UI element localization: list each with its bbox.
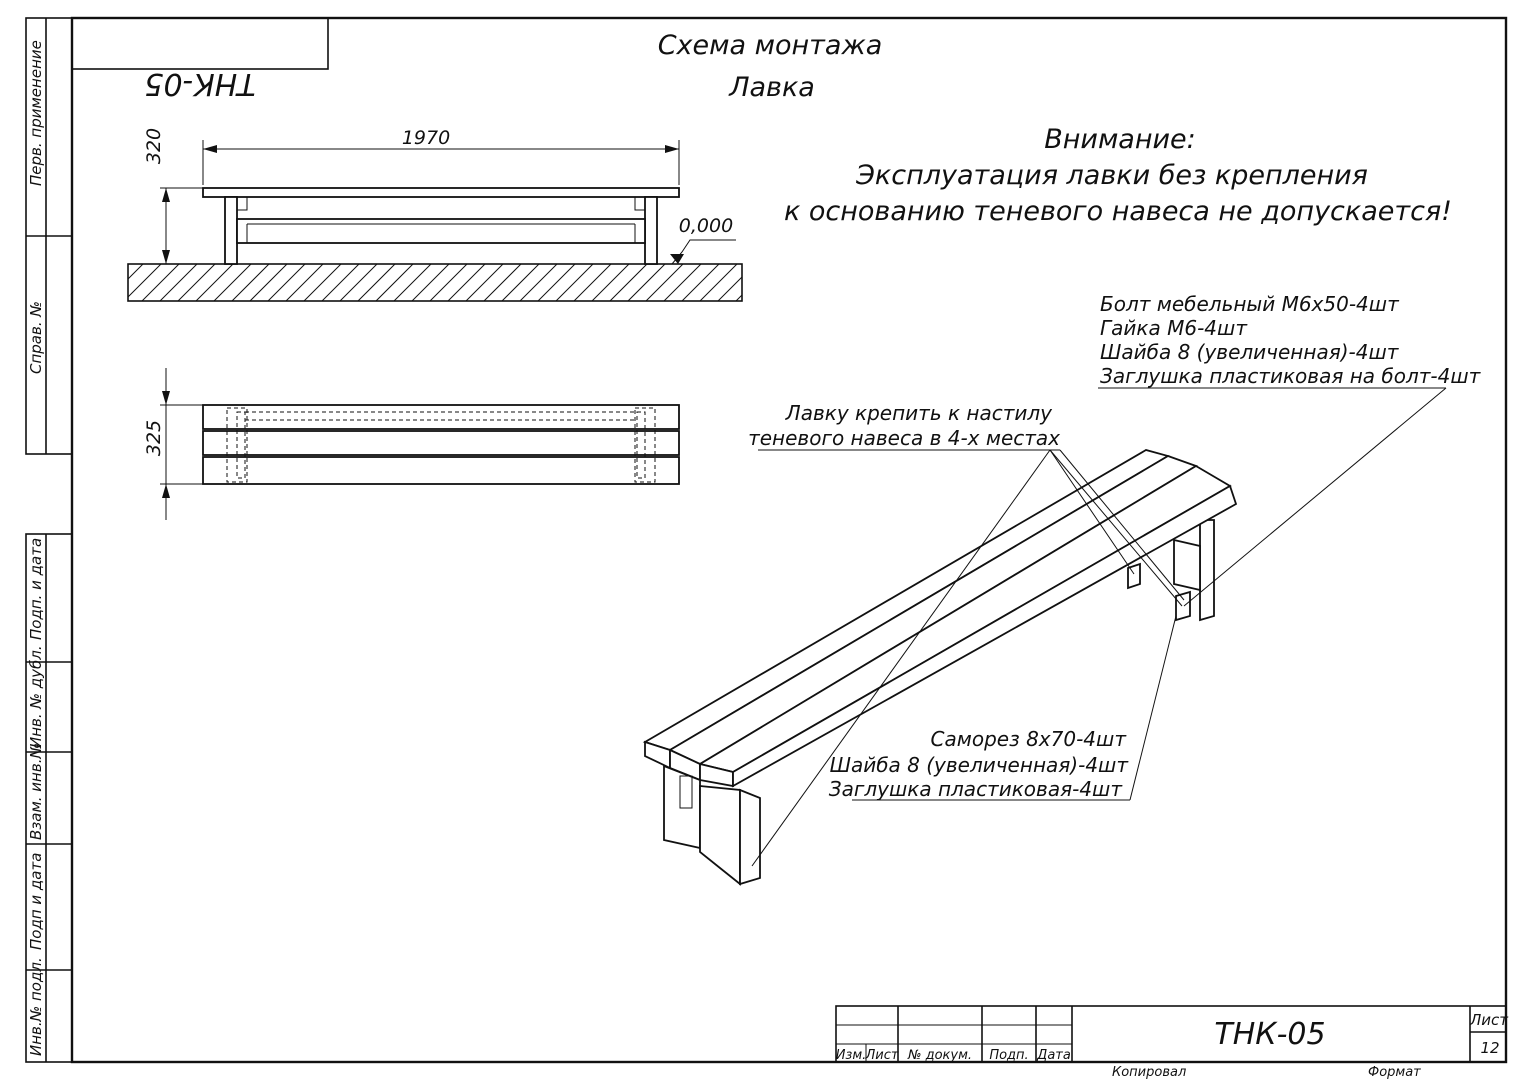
- bolt-kit-line-2: Гайка М6-4шт: [1100, 316, 1248, 340]
- hatch-line: [609, 263, 648, 302]
- screw-kit-line-1: Саморез 8х70-4шт: [931, 727, 1128, 751]
- col-header-rev: Изм.: [836, 1048, 867, 1063]
- hatch-line: [249, 263, 288, 302]
- side-label-dup-inv: Инв. № дубл.: [27, 645, 45, 748]
- hatch-line: [681, 263, 720, 302]
- hatch-line: [537, 263, 576, 302]
- side-label-first-use: Перв. применение: [27, 40, 45, 186]
- hatch-line: [465, 263, 504, 302]
- hatch-line: [627, 263, 666, 302]
- side-label-orig-inv: Инв.№ подл.: [27, 957, 45, 1056]
- hatch-line: [267, 263, 306, 302]
- title-block: ТНК-05 Лист 12 Изм. Лист № докум. Подп. …: [835, 1005, 1509, 1080]
- hatch-line: [177, 263, 216, 302]
- hatch-line: [231, 263, 270, 302]
- hatch-line: [321, 263, 360, 302]
- copied-label: Копировал: [1112, 1065, 1186, 1080]
- designation: ТНК-05: [1214, 1017, 1325, 1052]
- mount-note-line-1: Лавку крепить к настилу: [785, 401, 1054, 425]
- hatch-line: [447, 263, 486, 302]
- code-box-text: ТНК-05: [144, 66, 255, 101]
- hatch-line: [357, 263, 396, 302]
- hatch-line: [375, 263, 414, 302]
- col-header-date: Дата: [1036, 1048, 1071, 1063]
- hatch-line: [735, 294, 743, 302]
- warning-line-3: к основанию теневого навеса не допускает…: [784, 196, 1452, 227]
- format-label: Формат: [1368, 1065, 1421, 1080]
- hatch-line: [303, 263, 342, 302]
- hatch-line: [159, 263, 198, 302]
- isometric-bench: [642, 449, 1238, 886]
- sheet-number: 12: [1480, 1039, 1499, 1057]
- hatch-line: [717, 276, 743, 302]
- sheet-label: Лист: [1469, 1011, 1509, 1029]
- side-label-sign-date-2: Подп и дата: [27, 853, 45, 950]
- hatch-line: [555, 263, 594, 302]
- warning-heading: Внимание:: [1044, 124, 1196, 155]
- hatch-line: [699, 263, 738, 302]
- code-box: ТНК-05: [71, 17, 329, 101]
- hatch-line: [573, 263, 612, 302]
- hatch-line: [645, 263, 684, 302]
- side-strip-labels: Перв. применение Справ. № Подп. и дата И…: [27, 40, 45, 1056]
- bolt-kit-line-1: Болт мебельный М6х50-4шт: [1100, 292, 1400, 316]
- side-label-replace-inv: Взам. инв.№: [27, 743, 45, 840]
- sheet-frame: [25, 16, 1508, 1064]
- bolt-kit-line-3: Шайба 8 (увеличенная)-4шт: [1100, 340, 1400, 364]
- hatch-line: [285, 263, 324, 302]
- mount-note-line-2: теневого навеса в 4-х местах: [748, 426, 1060, 450]
- screw-kit-line-2: Шайба 8 (увеличенная)-4шт: [830, 753, 1130, 777]
- callout-mount-note: Лавку крепить к настилу теневого навеса …: [748, 401, 1185, 867]
- top-depth-dimension: 325: [143, 420, 165, 456]
- front-width-dimension: 1970: [402, 127, 450, 149]
- front-view: 1970 320 0,000: [127, 127, 743, 302]
- ground-hatching: [127, 263, 743, 302]
- hatch-line: [195, 263, 234, 302]
- sheet-title: Схема монтажа: [658, 30, 883, 61]
- hatch-line: [213, 263, 252, 302]
- col-header-sheet: Лист: [865, 1048, 899, 1063]
- hatch-line: [429, 263, 468, 302]
- hatch-line: [519, 263, 558, 302]
- warning-note: Внимание: Эксплуатация лавки без креплен…: [784, 124, 1452, 227]
- screw-kit-line-3: Заглушка пластиковая-4шт: [829, 777, 1124, 801]
- hatch-line: [591, 263, 630, 302]
- hatch-line: [411, 263, 450, 302]
- hatch-line: [127, 263, 144, 280]
- callout-screw-kit: Саморез 8х70-4шт Шайба 8 (увеличенная)-4…: [829, 615, 1177, 801]
- hatch-line: [501, 263, 540, 302]
- col-header-doc: № докум.: [907, 1048, 972, 1063]
- top-view: 325: [143, 368, 680, 520]
- side-label-sign-date-1: Подп. и дата: [27, 538, 45, 640]
- sheet-subtitle: Лавка: [728, 72, 815, 103]
- hatch-line: [663, 263, 702, 302]
- hatch-line: [127, 263, 162, 298]
- level-mark: 0,000: [679, 215, 733, 237]
- front-height-dimension: 320: [143, 128, 165, 164]
- side-label-ref-number: Справ. №: [27, 301, 45, 374]
- hatch-line: [339, 263, 378, 302]
- bolt-kit-line-4: Заглушка пластиковая на болт-4шт: [1100, 364, 1482, 388]
- callout-bolt-kit: Болт мебельный М6х50-4шт Гайка М6-4шт Ша…: [1098, 292, 1482, 607]
- hatch-line: [393, 263, 432, 302]
- col-header-sign: Подп.: [989, 1048, 1028, 1063]
- hatch-line: [483, 263, 522, 302]
- warning-line-2: Эксплуатация лавки без крепления: [855, 160, 1368, 191]
- hatch-line: [141, 263, 180, 302]
